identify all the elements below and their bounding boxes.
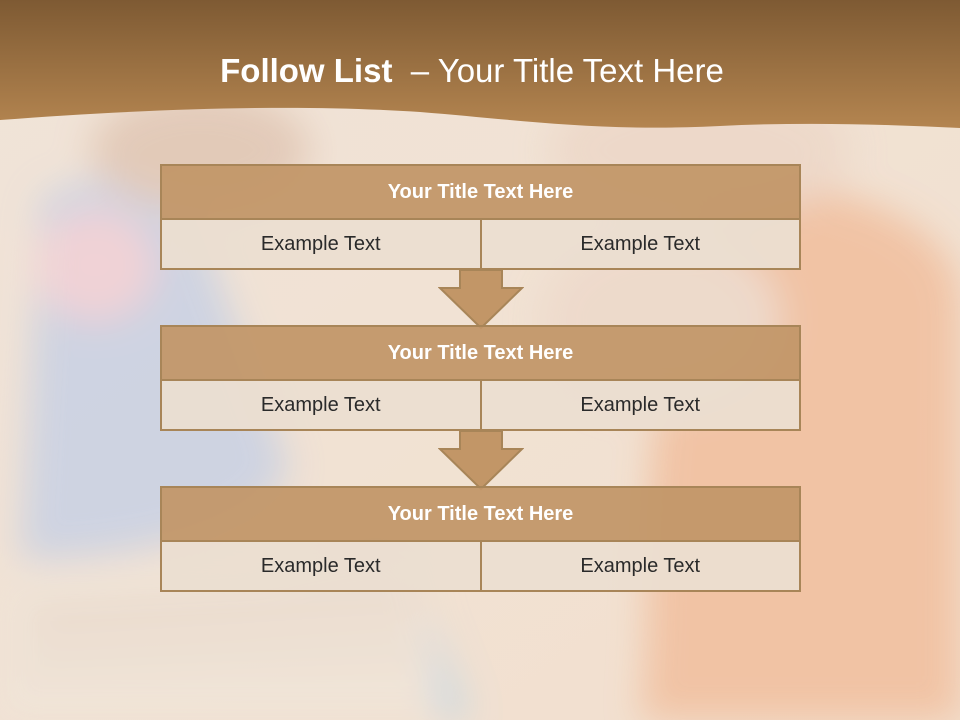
down-arrow-icon bbox=[438, 431, 524, 491]
header-band bbox=[0, 0, 960, 128]
block-cell-left: Example Text bbox=[160, 381, 482, 431]
title-rest: – Your Title Text Here bbox=[392, 52, 724, 89]
block-row: Example Text Example Text bbox=[160, 220, 801, 270]
title-bold: Follow List bbox=[220, 52, 393, 89]
block-title: Your Title Text Here bbox=[160, 164, 801, 220]
block-cell-left: Example Text bbox=[160, 542, 482, 592]
block-cell-left: Example Text bbox=[160, 220, 482, 270]
follow-block-1: Your Title Text Here Example Text Exampl… bbox=[160, 164, 801, 270]
block-row: Example Text Example Text bbox=[160, 381, 801, 431]
block-cell-right: Example Text bbox=[481, 220, 801, 270]
block-cell-right: Example Text bbox=[481, 381, 801, 431]
block-row: Example Text Example Text bbox=[160, 542, 801, 592]
block-cell-right: Example Text bbox=[481, 542, 801, 592]
follow-block-2: Your Title Text Here Example Text Exampl… bbox=[160, 325, 801, 431]
follow-block-3: Your Title Text Here Example Text Exampl… bbox=[160, 486, 801, 592]
down-arrow-icon bbox=[438, 270, 524, 330]
slide-title: Follow List – Your Title Text Here bbox=[0, 52, 944, 90]
block-title: Your Title Text Here bbox=[160, 486, 801, 542]
block-title: Your Title Text Here bbox=[160, 325, 801, 381]
